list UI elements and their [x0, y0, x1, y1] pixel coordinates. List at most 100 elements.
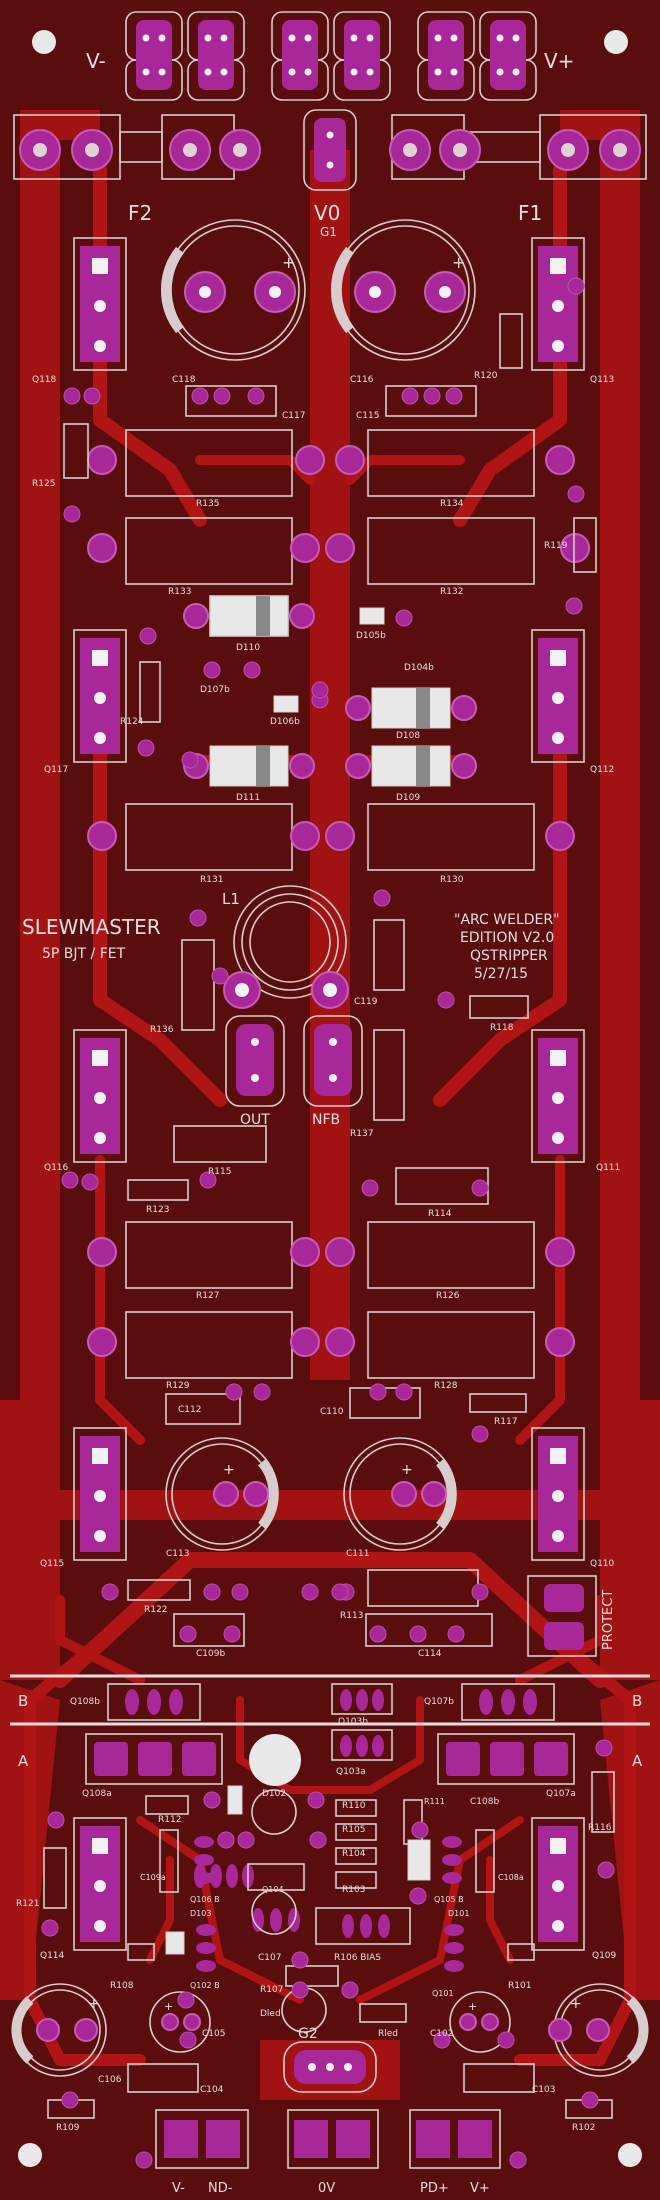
via — [243, 661, 261, 679]
label-r130: R130 — [440, 875, 464, 885]
svg-text:+: + — [401, 1462, 413, 1478]
label-q115: Q115 — [40, 1559, 64, 1569]
label-q109: Q109 — [592, 1951, 617, 1961]
top-connectors — [125, 11, 537, 101]
via — [179, 2031, 197, 2049]
via — [47, 1811, 65, 1829]
label-r106-bias: R106 BIAS — [334, 1953, 381, 1963]
label-r127: R127 — [196, 1291, 219, 1301]
label-q114: Q114 — [40, 1951, 65, 1961]
label-f2: F2 — [128, 201, 152, 225]
via — [369, 1383, 387, 1401]
mount-hole-bottom-right — [618, 2143, 642, 2167]
via — [341, 1981, 359, 1999]
row-dividers — [10, 1674, 650, 1726]
label-r120: R120 — [474, 371, 498, 381]
via — [497, 2031, 515, 2049]
edition-line-1: "ARC WELDER" — [454, 912, 560, 928]
fuse-holders — [13, 109, 647, 191]
via — [203, 1583, 221, 1601]
via — [247, 387, 265, 405]
label-q107b: Q107b — [424, 1697, 454, 1707]
label-q117: Q117 — [44, 765, 68, 775]
via — [471, 1583, 489, 1601]
via — [217, 1831, 235, 1849]
label-r111: R111 — [424, 1797, 445, 1806]
via — [63, 505, 81, 523]
label-r133: R133 — [168, 587, 191, 597]
label-c103: C103 — [532, 2085, 555, 2095]
label-c109a: C109a — [140, 1873, 166, 1882]
label-q110: Q110 — [590, 1559, 615, 1569]
label-d107b: D107b — [200, 685, 230, 695]
label-r113: R113 — [340, 1611, 363, 1621]
label-c110: C110 — [320, 1407, 344, 1417]
svg-text:+: + — [282, 253, 295, 272]
label-r112: R112 — [158, 1815, 181, 1825]
label-c117: C117 — [282, 411, 305, 421]
via — [567, 485, 585, 503]
label-r123: R123 — [146, 1205, 169, 1215]
via — [203, 661, 221, 679]
via — [411, 1821, 429, 1839]
svg-text:+: + — [88, 1996, 100, 2012]
label-protect: PROTECT — [601, 1590, 616, 1650]
label-c119: C119 — [354, 997, 378, 1007]
via — [177, 1991, 195, 2009]
via — [135, 2151, 153, 2169]
via — [213, 387, 231, 405]
label-g2: G2 — [298, 2026, 318, 2042]
label-d101: D101 — [448, 1909, 469, 1918]
via — [137, 739, 155, 757]
via — [307, 1791, 325, 1809]
via — [189, 909, 207, 927]
svg-text:+: + — [452, 253, 465, 272]
via — [567, 277, 585, 295]
label-q118: Q118 — [32, 375, 57, 385]
edition-line-3: QSTRIPPER — [470, 948, 548, 964]
inductor-l1 — [223, 885, 349, 1009]
via — [437, 991, 455, 1009]
label-r115: R115 — [208, 1167, 231, 1177]
label-c104: C104 — [200, 2085, 224, 2095]
terminal-pd-plus: PD+ — [420, 2181, 449, 2196]
g2-connector — [283, 2041, 377, 2093]
label-q108a: Q108a — [82, 1789, 112, 1799]
label-r128: R128 — [434, 1381, 458, 1391]
label-c111: C111 — [346, 1549, 369, 1559]
via — [253, 1383, 271, 1401]
via — [291, 1981, 309, 1999]
label-rled: Rled — [378, 2029, 398, 2039]
mount-hole-top-right — [604, 30, 628, 54]
label-row-a-right: A — [632, 1752, 643, 1770]
label-r125: R125 — [32, 479, 55, 489]
label-r126: R126 — [436, 1291, 460, 1301]
via — [409, 1887, 427, 1905]
via — [203, 1791, 221, 1809]
via — [179, 1625, 197, 1643]
driver-transistors — [85, 1683, 575, 1972]
label-r103: R103 — [342, 1885, 365, 1895]
via — [61, 1171, 79, 1189]
label-q103a: Q103a — [336, 1767, 366, 1777]
mount-hole-top-left — [32, 30, 56, 54]
via — [61, 2091, 79, 2109]
label-r122: R122 — [144, 1605, 167, 1615]
terminal-nd-minus: ND- — [208, 2181, 233, 2196]
label-c112: C112 — [178, 1405, 201, 1415]
mount-hole-bottom-left — [18, 2143, 42, 2167]
label-r105: R105 — [342, 1825, 365, 1835]
via — [401, 387, 419, 405]
via — [471, 1425, 489, 1443]
label-r131: R131 — [200, 875, 223, 885]
label-c116: C116 — [350, 375, 374, 385]
label-v0: V0 — [314, 201, 340, 225]
via — [395, 609, 413, 627]
power-transistors — [73, 237, 585, 1951]
label-q112: Q112 — [590, 765, 614, 775]
label-l1: L1 — [222, 890, 240, 908]
label-c108b: C108b — [470, 1797, 499, 1807]
label-r107: R107 — [260, 1985, 283, 1995]
svg-text:+: + — [570, 1996, 582, 2012]
label-r136: R136 — [150, 1025, 174, 1035]
